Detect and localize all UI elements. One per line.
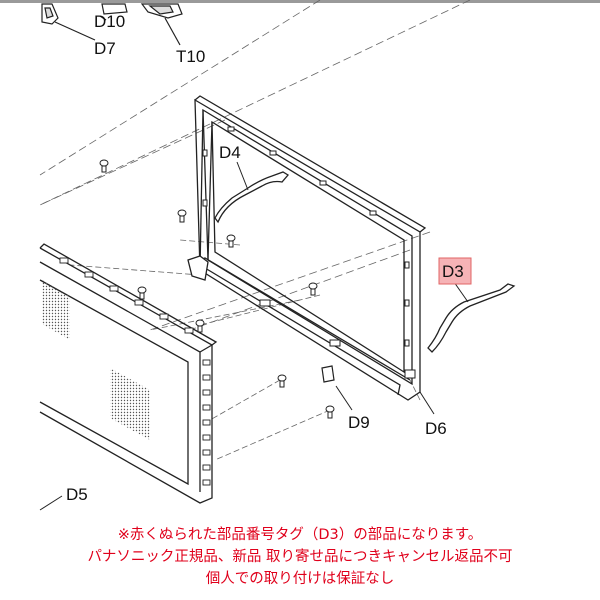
label-t10: T10	[176, 47, 205, 66]
label-d9: D9	[348, 413, 370, 432]
top-parts	[41, 3, 183, 46]
part-d9	[321, 365, 335, 383]
d9-leader	[335, 385, 353, 411]
screws	[99, 159, 335, 419]
label-d10: D10	[94, 12, 125, 31]
label-d4: D4	[219, 143, 241, 162]
bracket-d4	[214, 171, 289, 224]
notice-line-2: パナソニック正規品、新品 取り寄せ品につきキャンセル返品不可	[87, 549, 513, 565]
label-d3: D3	[442, 262, 464, 281]
door-panel	[39, 243, 218, 504]
label-d7: D7	[94, 39, 116, 58]
top-border	[0, 0, 600, 3]
door-ribs	[59, 257, 211, 486]
guide-lines	[39, 0, 471, 461]
notice-line-1: ※赤くぬられた部品番号タグ（D3）の部品になります。	[117, 527, 483, 543]
label-d5: D5	[66, 485, 88, 504]
bracket-d3	[427, 283, 516, 353]
label-d6: D6	[425, 419, 447, 438]
leader-lines	[39, 161, 469, 511]
mesh-left	[42, 280, 70, 340]
mesh-right	[110, 368, 150, 440]
frame-d6	[187, 95, 427, 401]
frame-tabs	[202, 126, 416, 379]
d3-highlight-tag	[438, 257, 472, 285]
notice-line-3: 個人での取り付けは保証なし	[205, 571, 395, 587]
